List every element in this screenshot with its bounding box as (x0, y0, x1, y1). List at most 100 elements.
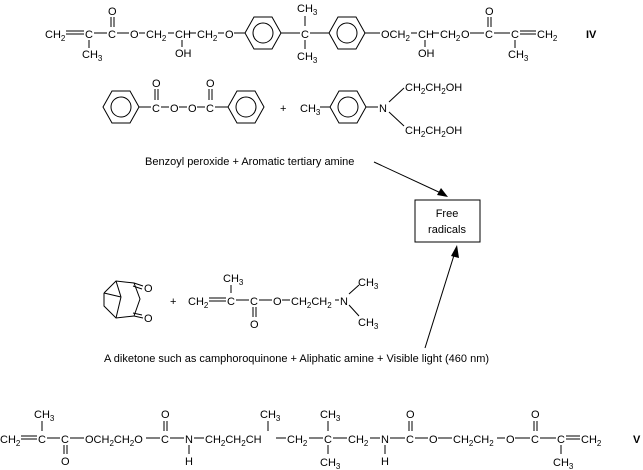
peroxide-o2: O (170, 103, 179, 115)
v-n2: N (381, 434, 389, 446)
camphor-o1-bond-a (133, 282, 144, 287)
v-o-c3: O (161, 409, 170, 421)
free-radicals-box: Free radicals (414, 199, 481, 243)
amine-ch3: CH3 (300, 103, 321, 117)
amine-ch3-top: CH3 (223, 273, 244, 287)
v-o-chain: O (429, 434, 438, 446)
iv-ch-right: CH (418, 29, 434, 41)
iv-ch2c-label: CH2 (197, 29, 218, 43)
v-ch3-end: CH3 (553, 457, 574, 470)
iv-ch3-bot-label: CH3 (297, 51, 318, 65)
amine-ch2-chain: CH2CH2 (291, 296, 332, 310)
iv-ch2-label: CH2 (45, 29, 66, 43)
camphor-ring-outline (103, 280, 141, 319)
amine-n2: N (340, 296, 348, 308)
peroxide-o4: O (206, 78, 215, 90)
peroxide-plus: + (280, 103, 286, 115)
v-ch2-end: CH2 (581, 434, 602, 448)
v-h1: H (185, 456, 193, 468)
camphor-o2-bond-a (133, 315, 144, 319)
arrow-bottom-head (451, 245, 459, 258)
amine-branch2: CH2CH2OH (405, 125, 462, 139)
iv-benzene-ring-left-aromatic (252, 22, 274, 44)
amine-o-ester: O (273, 296, 282, 308)
v-ch3: CH3 (34, 409, 55, 423)
iv-phenyl-o: O (225, 29, 234, 41)
amine-c1: C (227, 296, 235, 308)
free-radicals-line2: radicals (428, 224, 466, 236)
amine-c2: C (250, 296, 258, 308)
amine-branch1: CH2CH2OH (405, 82, 462, 96)
v-ch2-d: CH2 (348, 434, 369, 448)
amine-bond-n-branch1 (388, 87, 405, 103)
v-ch2-ab: CH2CH2CH (205, 434, 262, 448)
v-ch2-c: CH2 (287, 434, 308, 448)
iv-carbonyl-right: C (485, 29, 493, 41)
v-ch2: CH2 (0, 434, 21, 448)
iv-oh-label: OH (175, 48, 192, 60)
free-radicals-line1: Free (436, 208, 459, 220)
iv-ch-mid: CH (175, 29, 191, 41)
peroxide-ring-right-aromatic (235, 96, 257, 118)
iv-oh-right-label: OH (418, 48, 435, 60)
amine-ch3-n2: CH3 (358, 317, 379, 331)
v-ch3-q2: CH3 (320, 457, 341, 470)
iv-roman-label: IV (586, 29, 597, 41)
iv-ester-o: O (130, 29, 139, 41)
v-h2: H (381, 456, 389, 468)
free-radicals-rect (414, 199, 481, 243)
peroxide-ring-right (227, 90, 265, 124)
amine-n: N (379, 103, 387, 115)
iv-eq-c: C (85, 29, 93, 41)
v-o-link: OCH2CH2O (85, 434, 143, 448)
v-c1: C (38, 434, 46, 446)
camphor-o1-bond-b (132, 285, 143, 290)
iv-benzene-ring-right (328, 16, 366, 50)
structure-v: CH2 C CH3 C O OCH2CH2O C O N H CH2CH2CH … (0, 409, 641, 470)
iv-ch2b-label: CH2 (146, 29, 167, 43)
benzoyl-peroxide-amine: C O O O C O + CH3 N CH2CH2OH CH2CH2OH (102, 78, 462, 139)
v-ch3-q1: CH3 (320, 409, 341, 423)
v-ch3-mid: CH3 (260, 409, 281, 423)
iv-ch2-right: CH2 (440, 29, 461, 43)
v-o-c2: O (61, 456, 70, 468)
peroxide-o3: O (188, 103, 197, 115)
arrow-bottom-line (424, 251, 456, 349)
camphor-bridge-b (115, 296, 122, 319)
iv-carbonyl-right-o: O (485, 6, 494, 18)
v-o-e2: O (506, 434, 515, 446)
camphor-bridge-a (115, 280, 122, 298)
amine-bond-n-branch2 (388, 111, 405, 127)
amine-bond-n-ch3-b (348, 304, 360, 317)
camphor-o2-bond-b (132, 312, 143, 316)
amine-ch2: CH2 (188, 296, 209, 310)
iv-quat-c: C (301, 29, 309, 41)
peroxide-o1: O (152, 78, 161, 90)
amine-ring (329, 90, 367, 124)
v-n1: N (185, 434, 193, 446)
iv-carbonyl-c: C (108, 29, 116, 41)
camphor-plus: + (170, 296, 176, 308)
iv-carbonyl-o: O (108, 6, 117, 18)
v-c4: C (406, 434, 414, 446)
iv-och2-right: OCH2 (381, 29, 410, 43)
iv-ch3-label: CH3 (82, 49, 103, 63)
peroxide-ring-left-aromatic (110, 96, 132, 118)
camphor-o1: O (144, 283, 153, 295)
v-ch2-ef: CH2CH2 (453, 434, 494, 448)
peroxide-c2: C (206, 103, 214, 115)
amine-bond-n-ch3-a (348, 284, 360, 295)
v-c-quat: C (324, 434, 332, 446)
v-o-c4: O (406, 409, 415, 421)
caption-top: Benzoyl peroxide + Aromatic tertiary ami… (145, 156, 354, 168)
amine-ch3-n1: CH3 (358, 277, 379, 291)
structure-iv: CH2 C CH3 C O O CH2 CH OH CH2 O C CH3 CH… (45, 3, 597, 65)
peroxide-ring-left (102, 90, 140, 124)
v-o-c5: O (531, 409, 540, 421)
camphor-o2: O (144, 313, 153, 325)
camphor-bridge-c (103, 292, 122, 298)
iv-o-right: O (461, 29, 470, 41)
iv-benzene-ring-left (244, 16, 282, 50)
